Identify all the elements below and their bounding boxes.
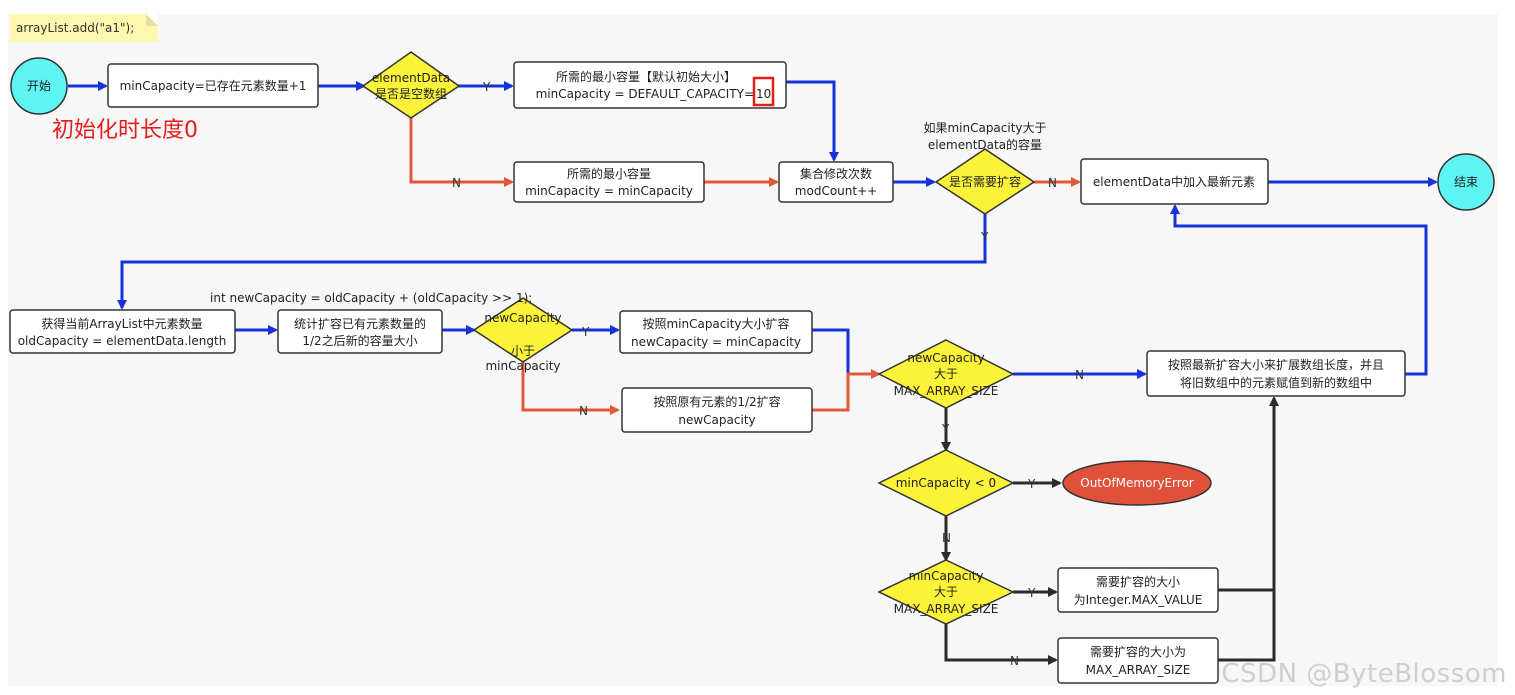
box-use-min bbox=[619, 310, 813, 354]
label-empty-yes: Y bbox=[482, 80, 491, 94]
label-grow-yes: Y bbox=[980, 230, 989, 244]
oom-node: OutOfMemoryError bbox=[1062, 460, 1212, 506]
code-note: arrayList.add("a1"); bbox=[10, 14, 158, 42]
box-modcount bbox=[778, 161, 894, 203]
note-fold-corner bbox=[146, 14, 158, 26]
box-use-half bbox=[621, 387, 813, 433]
oom-label: OutOfMemoryError bbox=[1080, 476, 1194, 490]
min-capacity-calc-text: minCapacity=已存在元素数量+1 bbox=[120, 78, 307, 93]
use-half-text-1: 按照原有元素的1/2扩容 bbox=[653, 394, 780, 409]
box-min-capacity-calc bbox=[107, 63, 319, 108]
new-lt-min-text-2: 小于 bbox=[511, 344, 535, 358]
label-gtmax-no: N bbox=[1075, 368, 1084, 382]
box-int-max bbox=[1057, 567, 1219, 613]
min-gt-max-text-2: 大于 bbox=[934, 585, 958, 599]
edge-empty-no bbox=[409, 116, 514, 187]
start-node: 开始 bbox=[10, 57, 68, 115]
new-gt-max-text-2: 大于 bbox=[934, 367, 958, 381]
calc-half-text-1: 统计扩容已有元素数量的 bbox=[294, 316, 426, 331]
box-add-element bbox=[1080, 158, 1269, 205]
new-gt-max-text-3: MAX_ARRAY_SIZE bbox=[894, 384, 999, 398]
label-mingtmax-yes: Y bbox=[1027, 586, 1036, 600]
new-gt-max-text-1: newCapacity bbox=[907, 351, 984, 365]
max-size-text-1: 需要扩容的大小为 bbox=[1090, 644, 1186, 659]
box-max-size bbox=[1057, 637, 1219, 684]
label-ltmin-yes: Y bbox=[581, 325, 590, 339]
default-cap-text-2: minCapacity = DEFAULT_CAPACITY= bbox=[536, 87, 754, 101]
get-old-text-2: oldCapacity = elementData.length bbox=[18, 334, 227, 348]
box-default-capacity bbox=[513, 61, 787, 109]
int-max-text-2: 为Integer.MAX_VALUE bbox=[1074, 593, 1203, 607]
start-label: 开始 bbox=[27, 79, 51, 93]
copy-text-2: 将旧数组中的元素赋值到新的数组中 bbox=[1180, 375, 1372, 390]
int-max-text-1: 需要扩容的大小 bbox=[1096, 574, 1180, 589]
min-gt-max-text-1: minCapacity bbox=[908, 569, 983, 583]
box-get-old bbox=[9, 309, 236, 354]
new-lt-min-text-1: newCapacity bbox=[484, 311, 561, 325]
box-copy bbox=[1146, 350, 1406, 397]
default-cap-text-1: 所需的最小容量【默认初始大小】 bbox=[556, 69, 736, 84]
init-length-annotation: 初始化时长度0 bbox=[52, 118, 198, 143]
edge-default-to-modcount bbox=[786, 80, 839, 162]
copy-text-1: 按照最新扩容大小来扩展数组长度，并且 bbox=[1168, 357, 1384, 372]
max-size-text-2: MAX_ARRAY_SIZE bbox=[1086, 663, 1191, 677]
need-grow-note-1: 如果minCapacity大于 bbox=[923, 120, 1046, 135]
csdn-watermark: CSDN @ByteBlossom bbox=[1221, 659, 1507, 689]
min-cap-text-2: minCapacity = minCapacity bbox=[525, 184, 693, 198]
edge-ltmin-no bbox=[521, 360, 620, 415]
end-label: 结束 bbox=[1454, 175, 1478, 189]
label-lt0-no: N bbox=[942, 531, 951, 545]
is-empty-text-1: elementData bbox=[372, 71, 450, 85]
edge-maxsize-to-copy bbox=[1218, 396, 1279, 662]
label-grow-no: N bbox=[1048, 176, 1057, 190]
label-mingtmax-no: N bbox=[1010, 654, 1019, 668]
use-min-text-2: newCapacity = minCapacity bbox=[631, 335, 801, 349]
default-cap-value: 10 bbox=[756, 87, 771, 101]
need-grow-text: 是否需要扩容 bbox=[949, 174, 1021, 189]
add-element-text: elementData中加入最新元素 bbox=[1093, 174, 1255, 189]
use-min-text-1: 按照minCapacity大小扩容 bbox=[642, 316, 789, 331]
is-empty-text-2: 是否是空数组 bbox=[375, 86, 447, 101]
end-node: 结束 bbox=[1437, 153, 1495, 211]
min-cap-text-1: 所需的最小容量 bbox=[567, 166, 651, 181]
box-calc-half bbox=[277, 309, 443, 354]
new-cap-formula: int newCapacity = oldCapacity + (oldCapa… bbox=[210, 291, 532, 305]
need-grow-note-2: elementData的容量 bbox=[928, 137, 1042, 152]
label-lt0-yes: Y bbox=[1027, 477, 1036, 491]
modcount-text-2: modCount++ bbox=[795, 184, 877, 198]
diamond-new-gt-max bbox=[877, 339, 1015, 409]
value-highlight-box bbox=[752, 76, 775, 107]
diamond-is-empty bbox=[361, 51, 461, 119]
diamond-min-gt-max bbox=[877, 559, 1015, 625]
calc-half-text-2: 1/2之后新的容量大小 bbox=[302, 333, 417, 348]
label-gtmax-yes: Y bbox=[941, 422, 950, 436]
edge-grow-yes bbox=[117, 214, 987, 310]
edge-usemin-to-gtmax bbox=[812, 328, 850, 374]
label-empty-no: N bbox=[452, 176, 461, 190]
modcount-text-1: 集合修改次数 bbox=[800, 166, 872, 181]
diamond-new-lt-min bbox=[472, 297, 574, 363]
label-ltmin-no: N bbox=[579, 404, 588, 418]
diamond-need-grow bbox=[934, 148, 1036, 215]
edge-mingtmax-no bbox=[944, 624, 1058, 665]
min-lt0-text: minCapacity < 0 bbox=[896, 476, 996, 490]
edge-usehalf-to-gtmax bbox=[812, 369, 881, 412]
use-half-text-2: newCapacity bbox=[678, 413, 755, 427]
new-lt-min-text-3: minCapacity bbox=[485, 359, 560, 373]
edge-copy-to-add bbox=[1170, 204, 1428, 376]
get-old-text-1: 获得当前ArrayList中元素数量 bbox=[41, 316, 202, 331]
min-gt-max-text-3: MAX_ARRAY_SIZE bbox=[894, 602, 999, 616]
box-min-capacity bbox=[513, 161, 705, 203]
diamond-min-lt0 bbox=[877, 449, 1015, 517]
